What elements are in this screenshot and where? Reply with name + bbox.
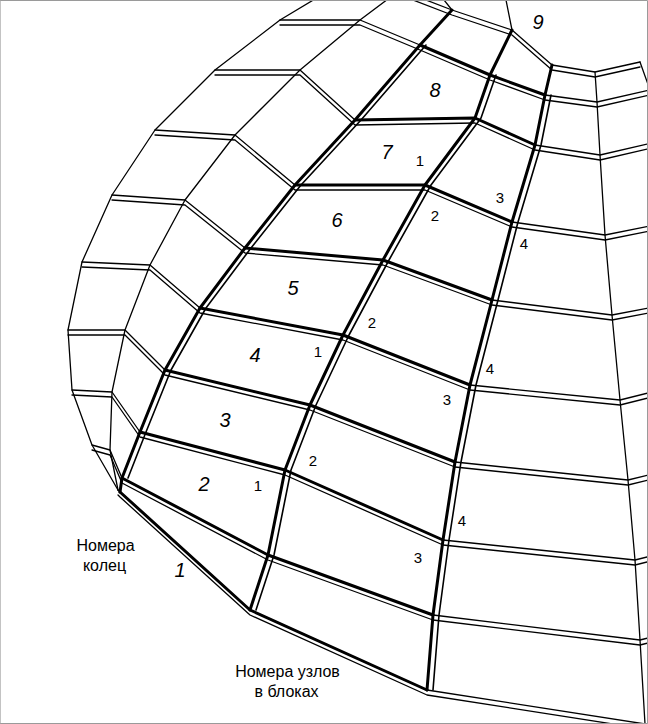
node-number-holder: 4 [485,360,495,377]
node-number-holder: 2 [308,452,318,469]
node-number-holder: 3 [413,549,423,566]
node-number: 3 [495,189,505,206]
ring-number-holder: 2 [197,474,210,494]
block-column-inner-lines [128,45,551,690]
ring-number: 2 [197,474,210,494]
node-number-holder: 1 [415,152,425,169]
node-number: 4 [485,360,495,377]
node-number: 2 [308,452,318,469]
node-number: 2 [430,207,440,224]
ring-lines [68,0,648,724]
node-number-holder: 4 [519,235,529,252]
ring-number: 9 [531,12,544,32]
block-column-lines [120,10,552,690]
ring-number-holder: 8 [428,80,441,100]
ring-number: 3 [218,410,231,430]
caption-label: Номера узлов в блоках [234,663,340,700]
node-number: 4 [457,512,467,529]
ring-number-holder: 7 [380,142,393,162]
node-number-holder: 4 [457,512,467,529]
node-number-holder: 3 [442,391,452,408]
ring-number-holder: 9 [531,12,544,32]
ring-number-holder: 5 [286,278,299,298]
node-number: 1 [253,477,263,494]
ring-number-holder: 3 [218,410,231,430]
node-number-holder: 2 [367,314,377,331]
ring-number-holder: 6 [330,210,343,230]
node-number: 1 [415,152,425,169]
ring-number: 7 [380,142,393,162]
node-number-holder: 1 [313,343,323,360]
ring-number: 5 [286,278,299,298]
node-number: 4 [519,235,529,252]
node-number: 3 [413,549,423,566]
ring-number: 1 [173,560,186,580]
ring-inner-lines [68,0,648,724]
caption-label-holder: Номера колец [68,536,142,576]
ring-number: 4 [248,345,261,365]
node-number: 2 [367,314,377,331]
node-number-holder: 3 [495,189,505,206]
ring-number-holder: 4 [248,345,261,365]
caption-label-holder: Номера узлов в блоках [232,662,342,702]
node-number-holder: 2 [430,207,440,224]
meridian-lines [68,0,648,724]
ring-number-holder: 1 [173,560,186,580]
node-number-holder: 1 [253,477,263,494]
node-number: 1 [313,343,323,360]
caption-label: Номера колец [75,537,134,574]
node-number: 3 [442,391,452,408]
ring-number: 8 [428,80,441,100]
ring-number: 6 [330,210,343,230]
